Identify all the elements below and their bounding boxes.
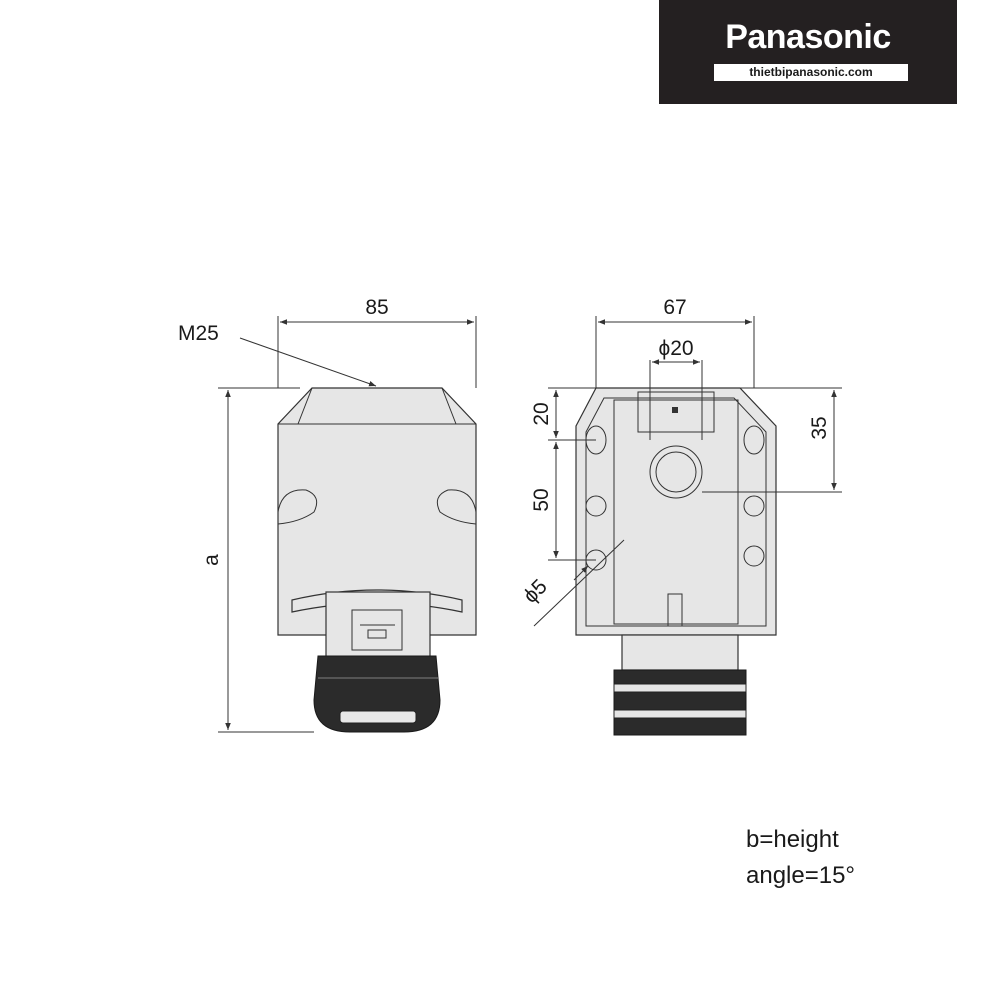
dim-height: a xyxy=(200,554,223,566)
dim-hole-diameter: ϕ5 xyxy=(519,575,552,608)
side-view: 85 M25 a xyxy=(178,296,477,733)
brand-name: Panasonic xyxy=(725,18,891,56)
dim-hole-pitch: 50 xyxy=(530,488,553,511)
dim-thread: M25 xyxy=(178,322,219,345)
dim-side-width: 85 xyxy=(365,296,388,319)
side-slot-right xyxy=(436,489,477,525)
dim-top-offset: 20 xyxy=(530,402,553,425)
brand-url: thietbipanasonic.com xyxy=(714,64,908,81)
front-view: 67 ϕ20 20 50 35 ϕ5 xyxy=(519,296,842,736)
front-socket-cap xyxy=(613,669,747,736)
side-slot-left xyxy=(277,489,318,525)
brand-logo: Panasonic thietbipanasonic.com xyxy=(659,0,957,104)
dim-front-width: 67 xyxy=(663,296,686,319)
note-angle: angle=15° xyxy=(746,862,856,889)
front-entry-hole xyxy=(649,445,703,499)
dim-entry-diameter: ϕ20 xyxy=(658,337,693,360)
dim-entry-offset: 35 xyxy=(808,416,831,439)
note-height: b=height xyxy=(746,826,839,853)
